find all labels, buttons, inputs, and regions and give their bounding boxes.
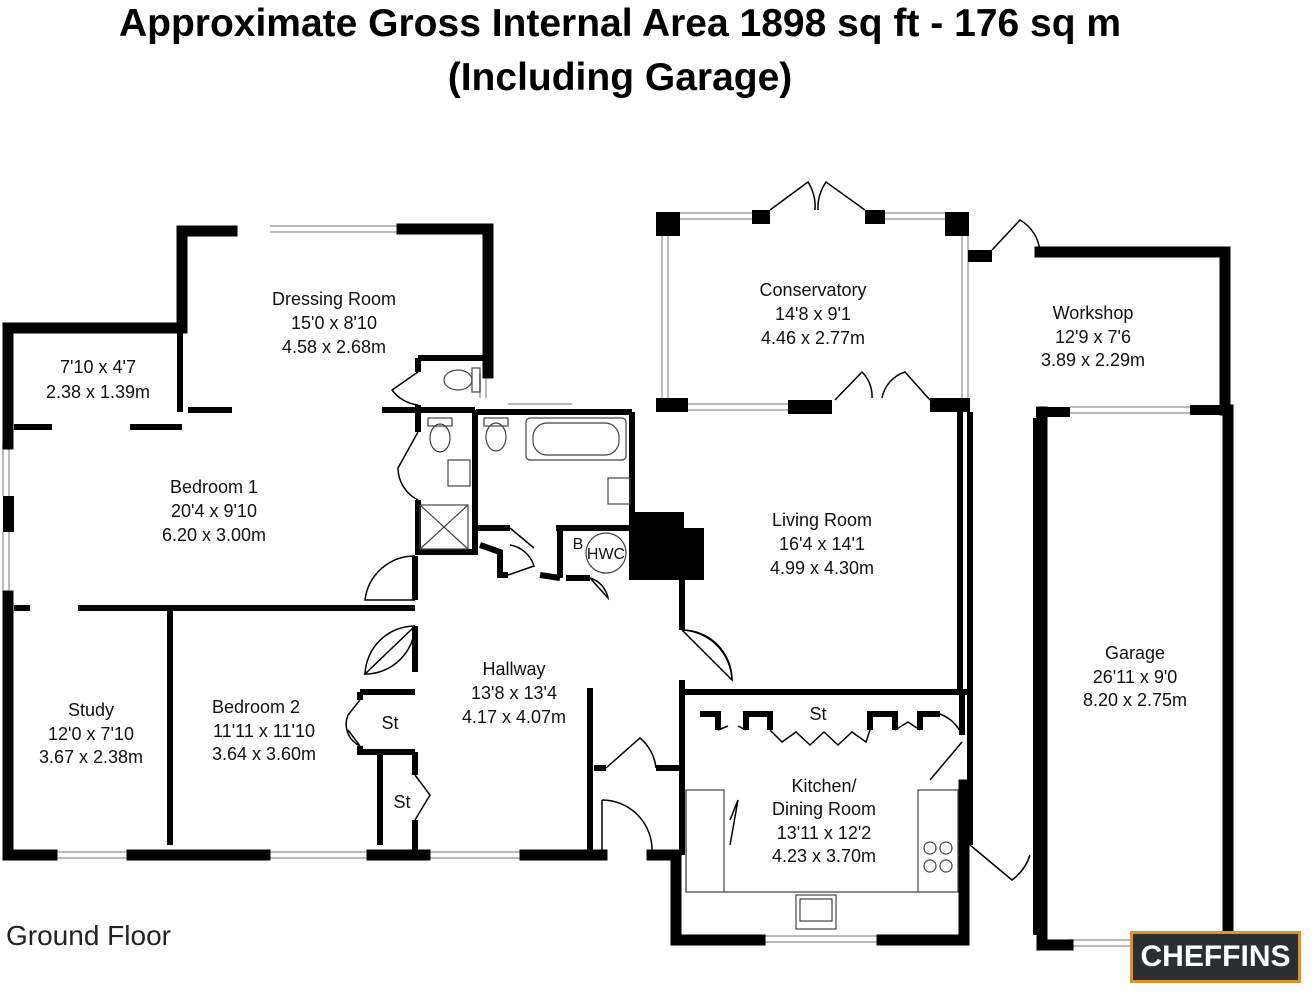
boiler-label: B — [573, 536, 584, 553]
wall-stubs — [3, 210, 1230, 532]
kitchen-imperial: 13'11 x 12'2 — [777, 823, 872, 843]
store-room-imperial: 7'10 x 4'7 — [60, 357, 136, 377]
conservatory-imperial: 14'8 x 9'1 — [775, 304, 851, 324]
living-room-imperial: 16'4 x 14'1 — [779, 534, 865, 554]
brand-logo: CHEFFINS — [1130, 931, 1301, 983]
windows — [2, 212, 1190, 947]
garage-name: Garage — [1105, 643, 1165, 663]
garage-metric: 8.20 x 2.75m — [1083, 690, 1187, 710]
kitchen-name-line1: Kitchen/ — [791, 776, 856, 796]
door-swings — [345, 180, 1041, 881]
dressing-room-name: Dressing Room — [272, 289, 396, 309]
living-room-metric: 4.99 x 4.30m — [770, 558, 874, 578]
interior-walls — [14, 330, 1039, 935]
store-label-bedroom2: St — [381, 713, 398, 733]
garage-imperial: 26'11 x 9'0 — [1093, 667, 1178, 687]
workshop-metric: 3.89 x 2.29m — [1041, 350, 1145, 370]
kitchen-name-line2: Dining Room — [772, 799, 876, 819]
bedroom2-metric: 3.64 x 3.60m — [212, 744, 316, 764]
study-imperial: 12'0 x 7'10 — [48, 724, 134, 744]
bedroom1-name: Bedroom 1 — [170, 477, 258, 497]
hwc-tank — [585, 532, 627, 574]
bedroom1-metric: 6.20 x 3.00m — [162, 525, 266, 545]
hwc-label: HWC — [587, 546, 625, 563]
floor-label: Ground Floor — [6, 920, 171, 951]
page-subtitle: (Including Garage) — [447, 56, 793, 99]
kitchen-metric: 4.23 x 3.70m — [772, 846, 876, 866]
workshop-name: Workshop — [1053, 303, 1134, 323]
hallway-imperial: 13'8 x 13'4 — [471, 683, 557, 703]
chimney-breast — [634, 512, 704, 580]
living-room-name: Living Room — [772, 510, 872, 530]
exterior-walls — [2, 223, 1234, 951]
conservatory-name: Conservatory — [759, 280, 866, 300]
store-room-metric: 2.38 x 1.39m — [46, 382, 150, 402]
brand-logo-text: CHEFFINS — [1140, 940, 1291, 973]
store-label-hall: St — [393, 792, 410, 812]
study-name: Study — [68, 700, 114, 720]
conservatory-metric: 4.46 x 2.77m — [761, 328, 865, 348]
fixtures — [419, 367, 959, 930]
workshop-imperial: 12'9 x 7'6 — [1055, 327, 1131, 347]
page-title: Approximate Gross Internal Area 1898 sq … — [118, 2, 1122, 45]
toilet-icon — [485, 422, 507, 452]
bedroom1-imperial: 20'4 x 9'10 — [171, 501, 257, 521]
bedroom2-imperial: 11'11 x 11'10 — [213, 721, 315, 741]
store-label-kitchen: St — [809, 704, 826, 724]
hallway-name: Hallway — [482, 659, 545, 679]
dressing-room-imperial: 15'0 x 8'10 — [291, 313, 377, 333]
bedroom2-name: Bedroom 2 — [212, 697, 300, 717]
hallway-metric: 4.17 x 4.07m — [462, 707, 566, 727]
dressing-room-metric: 4.58 x 2.68m — [282, 337, 386, 357]
study-metric: 3.67 x 2.38m — [39, 747, 143, 767]
